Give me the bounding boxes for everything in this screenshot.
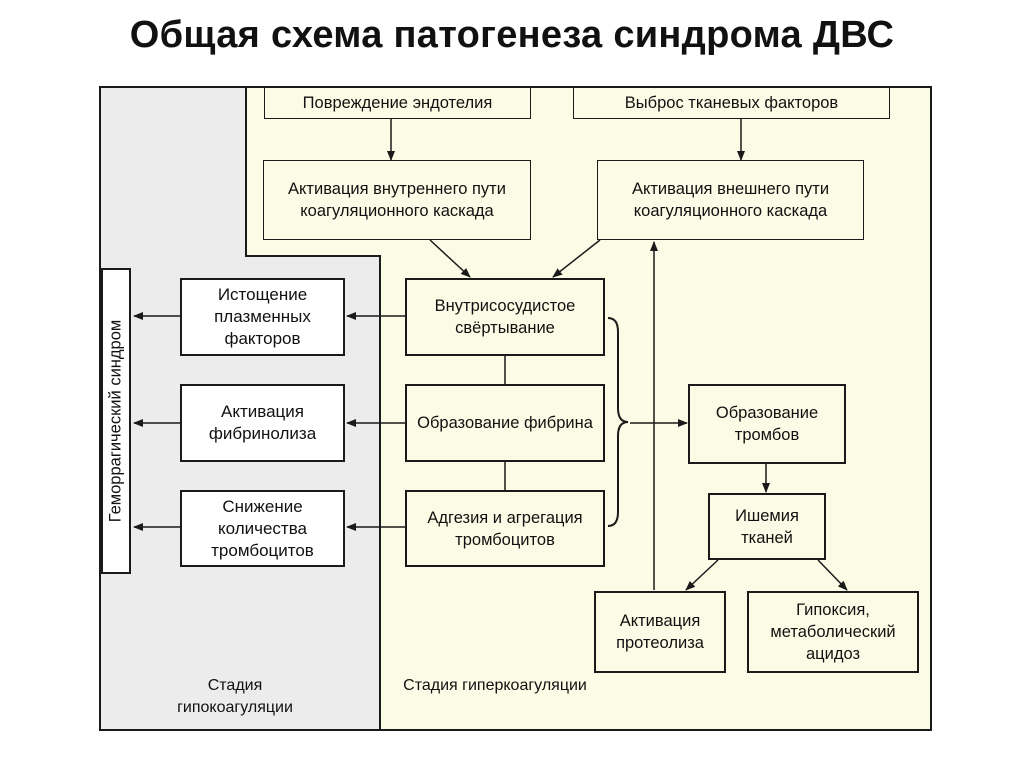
page-title: Общая схема патогенеза синдрома ДВС (129, 14, 895, 56)
node-thrombus-formation: Образование тромбов (688, 384, 846, 464)
arrow-intrinsic-to-coag (429, 239, 471, 278)
node-endothelium-damage: Повреждение эндотелия (264, 87, 531, 119)
node-intravascular-coagulation: Внутрисосудистое свёртывание (405, 278, 605, 356)
node-plasma-factor-depletion: Истощение плазменных факторов (180, 278, 345, 356)
node-intrinsic-pathway: Активация внутреннего пути коагуляционно… (263, 160, 531, 240)
arrow-ischemia-to-hypoxia (817, 559, 848, 591)
arrow-ischemia-to-proteolysis (685, 559, 719, 591)
node-platelet-decrease: Снижение количества тромбоцитов (180, 490, 345, 567)
node-fibrin-formation: Образование фибрина (405, 384, 605, 462)
hemorrhagic-syndrome-label: Геморрагический синдром (106, 319, 125, 523)
node-extrinsic-pathway: Активация внешнего пути коагуляционного … (597, 160, 864, 240)
node-tissue-factor-release: Выброс тканевых факторов (573, 87, 890, 119)
node-platelet-adhesion: Адгезия и агрегация тромбоцитов (405, 490, 605, 567)
node-tissue-ischemia: Ишемия тканей (708, 493, 826, 560)
grouping-brace (607, 317, 629, 527)
node-fibrinolysis-activation: Активация фибринолиза (180, 384, 345, 462)
node-hemorrhagic-syndrome: Геморрагический синдром (101, 268, 131, 574)
node-hypoxia-acidosis: Гипоксия, метаболический ацидоз (747, 591, 919, 673)
stage-hypercoagulation-label: Стадия гиперкоагуляции (403, 677, 587, 694)
node-proteolysis-activation: Активация протеолиза (594, 591, 726, 673)
stage-hypocoagulation-label: Стадия гипокоагуляции (177, 677, 293, 716)
arrow-extrinsic-to-coag (552, 239, 601, 278)
